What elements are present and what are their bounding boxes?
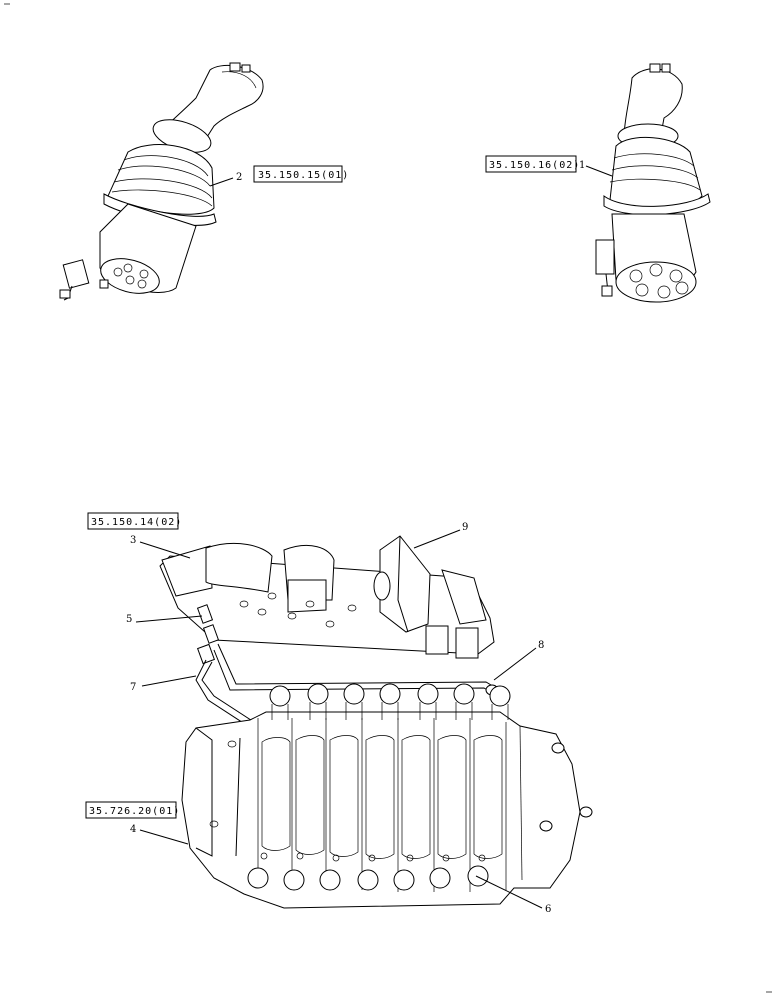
leader-8 [493, 647, 537, 681]
reference-label-4[interactable]: 35.726.20(01) [89, 806, 180, 817]
callout-9: 9 [462, 522, 468, 533]
leader-9 [413, 529, 461, 549]
left-joystick [59, 62, 264, 301]
callout-3: 3 [130, 535, 136, 546]
reference-label-1[interactable]: 35.150.15(01) [258, 170, 349, 181]
right-joystick [595, 63, 711, 303]
reference-box-4[interactable] [85, 801, 177, 819]
leader-3 [139, 541, 191, 559]
leader-5 [135, 615, 203, 623]
callout-5: 5 [126, 614, 132, 625]
control-module [373, 535, 431, 633]
callout-7: 7 [130, 682, 136, 693]
leader-6 [475, 875, 543, 909]
reference-box-2[interactable] [485, 155, 577, 173]
reference-box-3[interactable] [87, 512, 179, 530]
callout-1: 1 [579, 160, 585, 171]
fittings [196, 604, 220, 665]
reference-label-3[interactable]: 35.150.14(02) [91, 517, 182, 528]
reference-label-2[interactable]: 35.150.16(02) [489, 160, 580, 171]
leader-4 [139, 829, 189, 845]
callout-2: 2 [236, 172, 242, 183]
control-valve [181, 683, 593, 909]
leader-7 [141, 675, 197, 687]
callout-8: 8 [538, 640, 544, 651]
callout-4: 4 [130, 824, 136, 835]
leader-1 [585, 165, 613, 177]
callout-6: 6 [545, 904, 551, 915]
leader-2 [209, 177, 234, 187]
reference-box-1[interactable] [253, 165, 343, 183]
